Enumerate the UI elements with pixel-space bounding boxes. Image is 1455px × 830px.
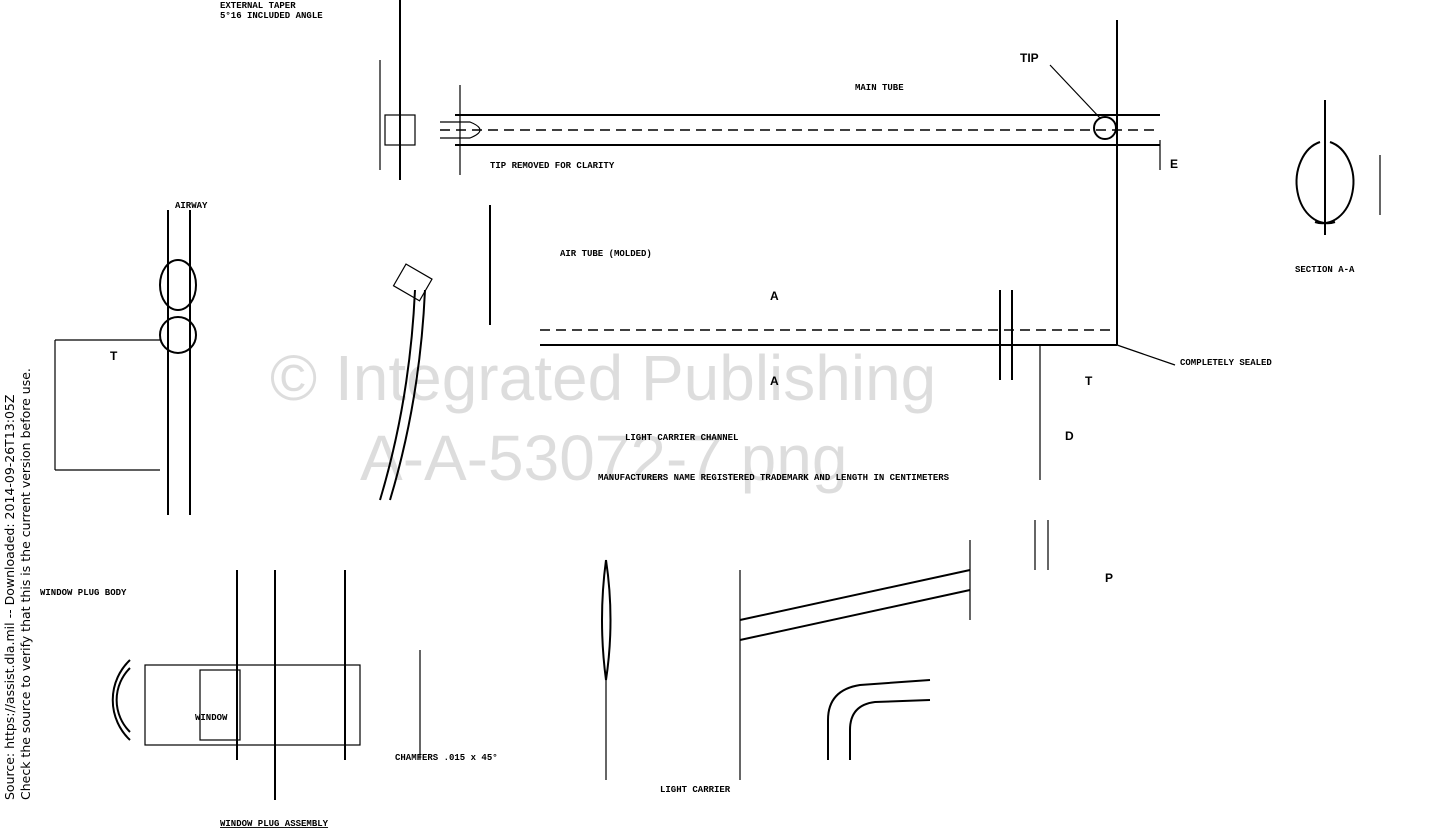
- light-carrier-view: MANUFACTURERS NAME REGISTERED TRADEMARK …: [598, 473, 1113, 795]
- dim-t-left-label: T: [110, 349, 118, 363]
- window-label: WINDOW: [195, 713, 228, 723]
- window-plug-assembly-label: WINDOW PLUG ASSEMBLY: [220, 819, 329, 829]
- dim-e-label: E: [1170, 157, 1178, 171]
- dim-p-label: P: [1105, 571, 1113, 585]
- tip-label: TIP: [1020, 51, 1039, 65]
- light-carrier-channel-view: AIR TUBE (MOLDED) A A T COMPLETELY SEALE…: [379, 205, 1272, 501]
- light-carrier-channel-label: LIGHT CARRIER CHANNEL: [625, 433, 738, 443]
- side-profile-view: AIRWAY T: [54, 201, 208, 515]
- completely-sealed-label: COMPLETELY SEALED: [1180, 358, 1272, 368]
- airway-label: AIRWAY: [175, 201, 208, 211]
- dim-d-label: D: [1065, 429, 1074, 443]
- air-tube-label: AIR TUBE (MOLDED): [560, 249, 652, 259]
- dim-a-bottom-label: A: [770, 374, 779, 388]
- dim-a-top-label: A: [770, 289, 779, 303]
- main-tube-view: TIP MAIN TUBE EXTERNAL TAPER 5°16 INCLUD…: [220, 0, 1178, 345]
- section-aa-view: SECTION A-A: [1295, 100, 1381, 275]
- watermark-line2: A-A-53072-7.png: [360, 422, 847, 494]
- chamfers-label: CHAMFERS .015 x 45°: [395, 753, 498, 763]
- main-tube-label: MAIN TUBE: [855, 83, 904, 93]
- watermark-line1: © Integrated Publishing: [270, 342, 936, 414]
- tip-circle: [1093, 116, 1117, 140]
- section-aa-label: SECTION A-A: [1295, 265, 1355, 275]
- light-carrier-label: LIGHT CARRIER: [660, 785, 731, 795]
- tip-removed-label: TIP REMOVED FOR CLARITY: [490, 161, 615, 171]
- window-plug-body-label: WINDOW PLUG BODY: [40, 588, 127, 598]
- external-taper-label: EXTERNAL TAPER: [220, 1, 296, 11]
- source-note: Source: https://assist.dla.mil -- Downlo…: [2, 368, 34, 800]
- dim-t-label: T: [1085, 374, 1093, 388]
- manufacturers-name-label: MANUFACTURERS NAME REGISTERED TRADEMARK …: [598, 473, 950, 483]
- included-angle-label: 5°16 INCLUDED ANGLE: [220, 11, 323, 21]
- window-plug-assembly-view: WINDOW PLUG BODY WINDOW CHAMFERS .015 x …: [40, 570, 498, 829]
- source-note-line2: Check the source to verify that this is …: [18, 368, 33, 800]
- source-note-line1: Source: https://assist.dla.mil -- Downlo…: [2, 394, 17, 800]
